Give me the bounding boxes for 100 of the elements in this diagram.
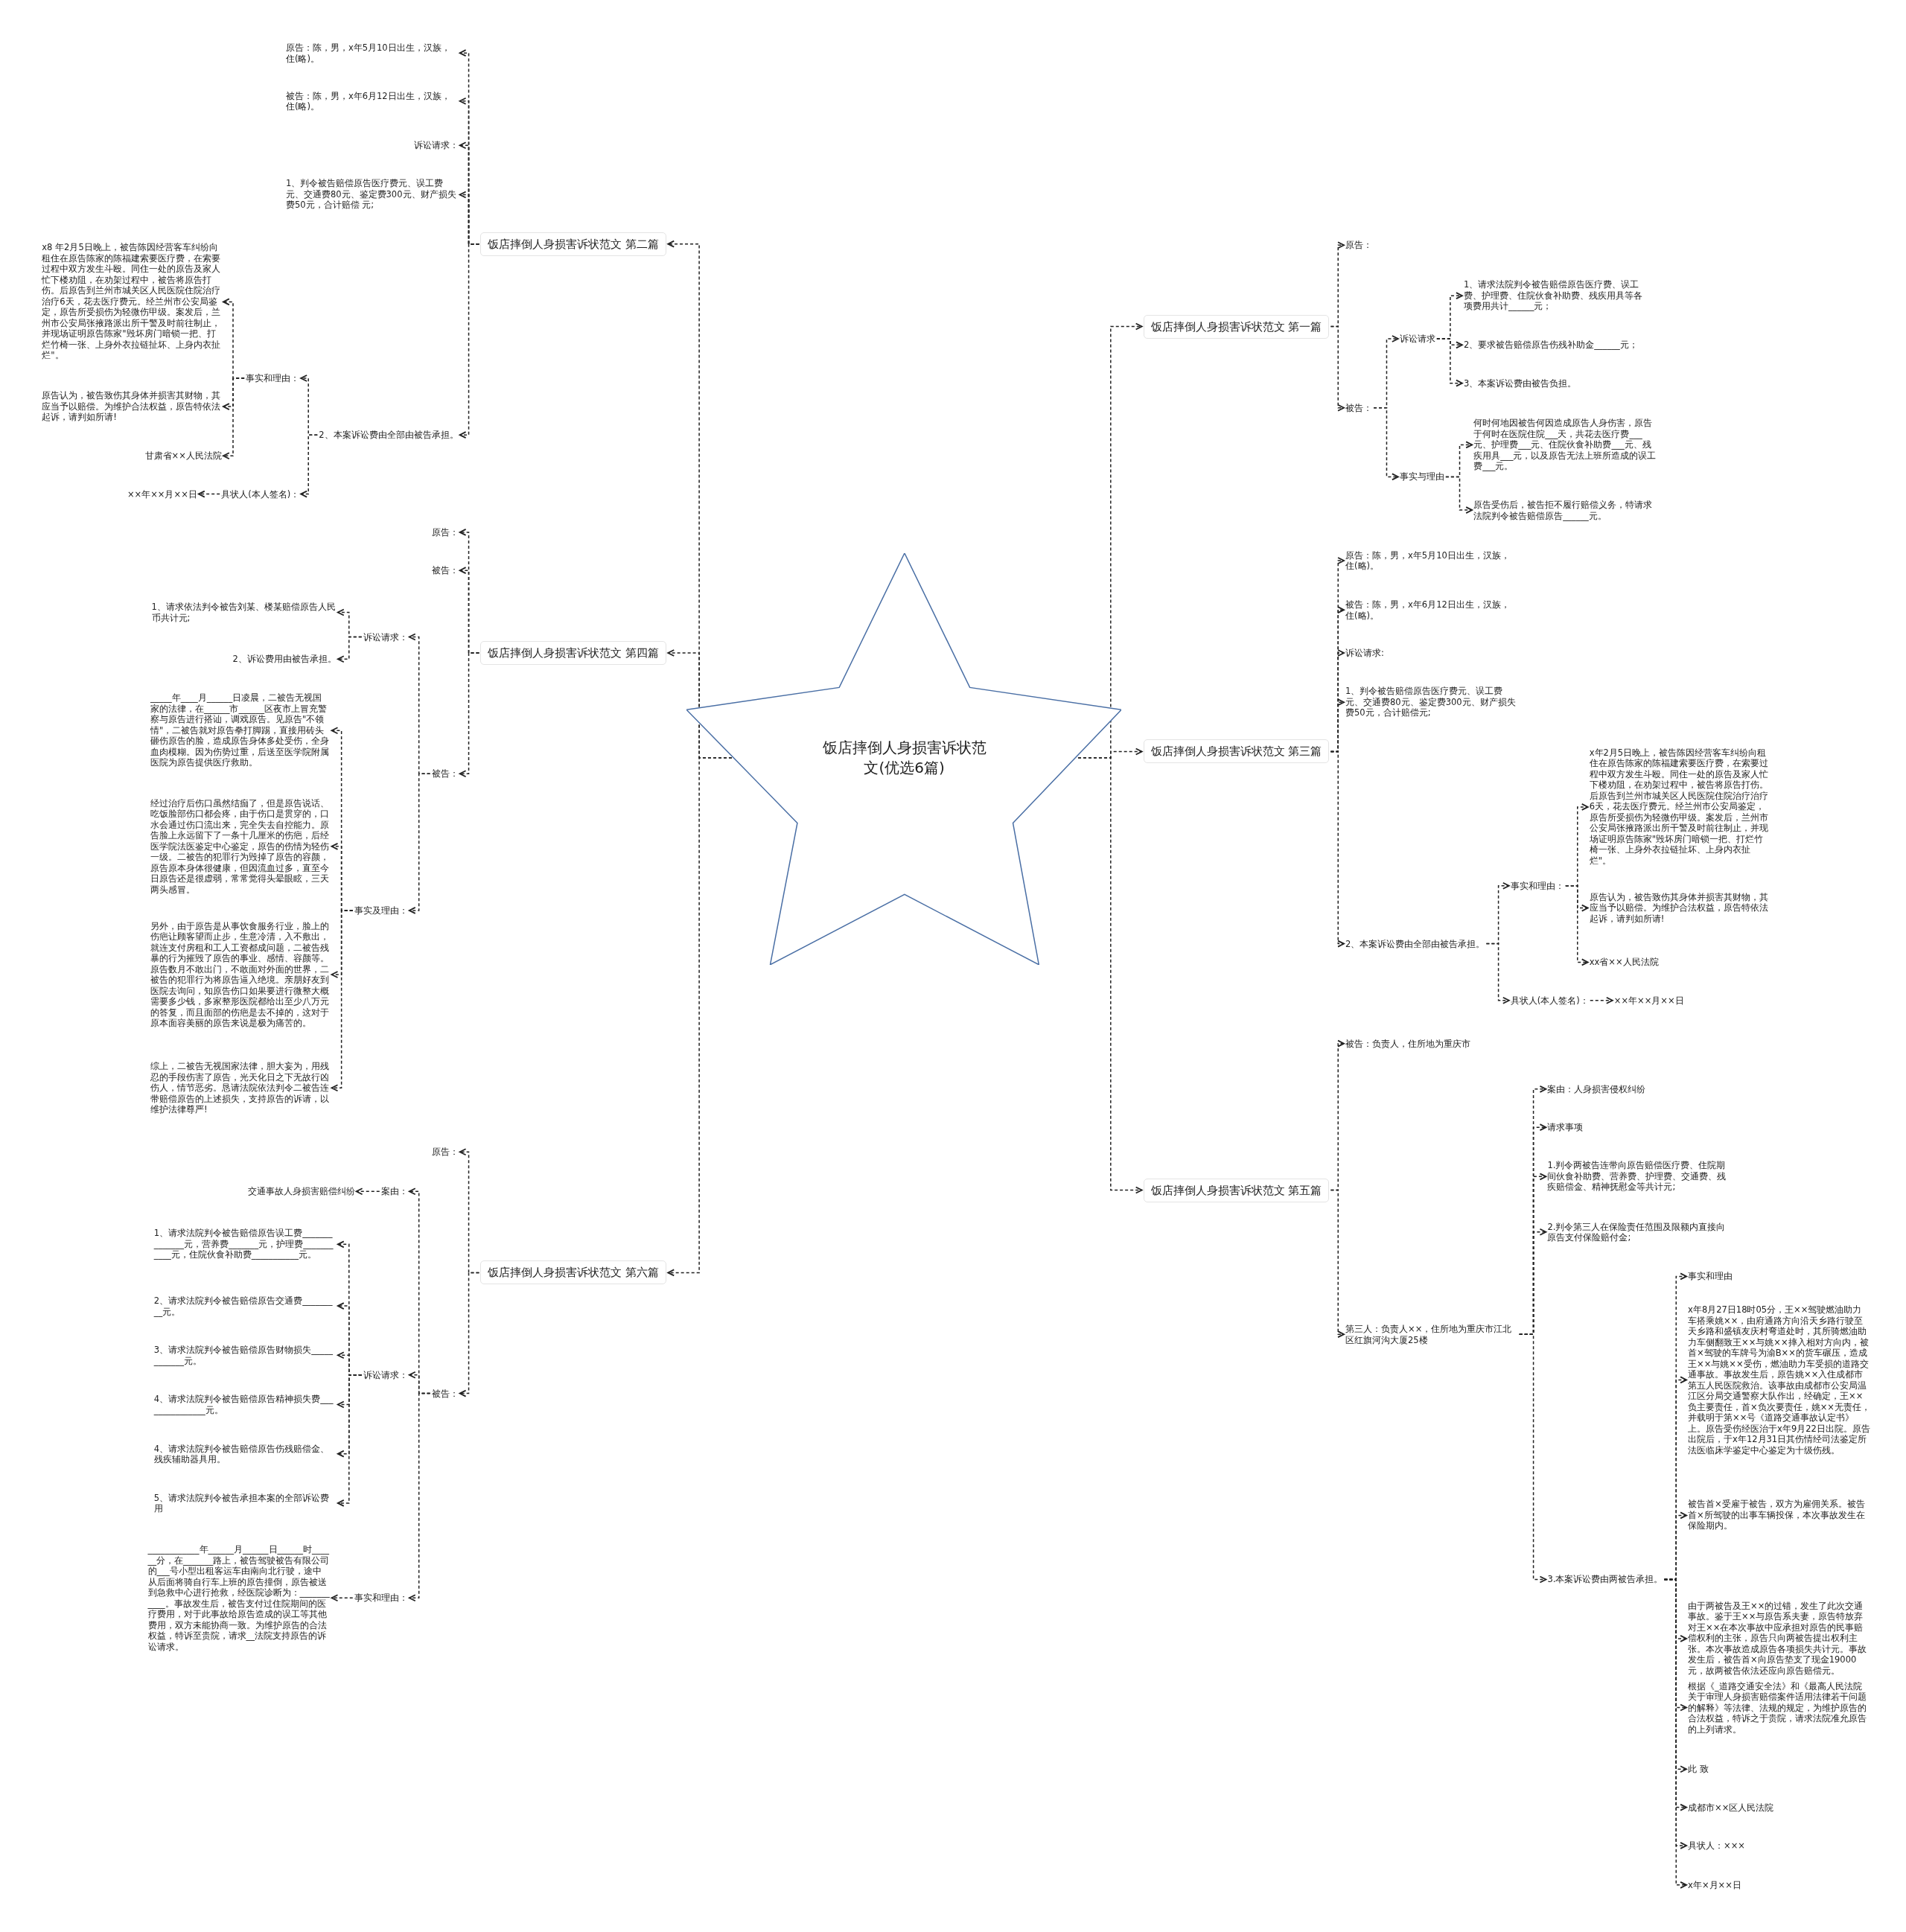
branch-label: 诉讼请求： (363, 1369, 408, 1380)
connector-arrow (1436, 338, 1463, 387)
paragraph-text: 根据《_道路交通安全法》和《最高人民法院关于审理人身损害赔偿案件适用法律若干问题的解释》等法律、法规的规定，为维护原告的合法权益，特诉之于贵院，请求法院准允原告的上列请求。 (1688, 1680, 1870, 1735)
branch-label: 被告：负责人，住所地为重庆市 (1345, 1038, 1471, 1049)
paragraph-text: x年8月27日18时05分，王××驾驶燃油助力车搭乘姚××，由府通路方向沿天乡路行驶至天乡路和盛镇友庆村弯道处时，其所骑燃油助力车侧翻致王××与姚××摔入相对方向内，被首×驾驶的车牌号为渝B××的货车碾压，造成王××与姚××受伤，燃油助力车受损的道路交通事故。事故发生后，原告姚××入住成都市第五人民医院救治。该事故由成都市公安局温江区分局交通警察大队作出，经确定，王××负主要责任，首×负次要责任，姚××无责任，并载明于第××号《道路交通事故认定书》上。原告受伤经医治于x年9月22日出院。原告出院后，于x年12月31日其伤情经司法鉴定所法医临床学鉴定中心鉴定为十级伤残。 (1688, 1304, 1870, 1456)
topic-box: 饭店摔倒人身损害诉状范文 第二篇 (480, 232, 667, 256)
connector-arrow (1445, 476, 1473, 514)
branch-label: 原告：陈，男，x年5月10日出生，汉族，住(略)。 (1345, 549, 1518, 572)
connector-arrow (1590, 996, 1613, 1004)
branch-label: 2、本案诉讼费由全部由被告承担。 (319, 429, 459, 441)
paragraph-text: 由于两被告及王××的过错，发生了此次交通事故。鉴于王××与原告系夫妻，原告特放弃对王××在本次事故中应承担对原告的民事赔偿权利的主张，原告只向两被告提出权利主张。本次事故造成原告各项损失共计元。事故发生后，被告首×向原告垫支了现金19000元，故两被告依法还应向原告赔偿元。 (1688, 1601, 1870, 1677)
branch-label: 2、本案诉讼费由全部由被告承担。 (1345, 938, 1485, 949)
connector-arrow (1518, 1333, 1547, 1584)
branch-label: 原告： (431, 526, 459, 538)
topic-box: 饭店摔倒人身损害诉状范文 第五篇 (1143, 1178, 1330, 1202)
branch-label: ××年××月××日 (1613, 995, 1684, 1006)
paragraph-text: 1、请求法院判令被告赔偿原告医疗费、误工费、护理费、住院伙食补助费、残疾用具等各项费用共计______元； (1463, 279, 1649, 312)
paragraph-text: 3、请求法院判令被告赔偿原告财物损失____________元。 (153, 1344, 337, 1366)
topic-text: 饭店摔倒人身损害诉状范文(优选6篇) (821, 737, 987, 778)
branch-label: 事实与理由 (1399, 471, 1444, 482)
branch-label: 2、请求法院判令被告赔偿原告交通费_________元。 (153, 1295, 337, 1317)
paragraph-text: 1、判令被告赔偿原告医疗费元、误工费元、交通费80元、鉴定费300元、财产损失费50元，合计赔偿元; (1345, 686, 1518, 718)
connector-arrow (1330, 1189, 1345, 1339)
connector-arrow (355, 1187, 380, 1196)
branch-label: 案由： (380, 1185, 408, 1197)
branch-label: 诉讼请求: (1345, 647, 1384, 659)
branch-label: 具状人：××× (1688, 1840, 1745, 1852)
paragraph-text: _____年____月______日凌晨，二被告无视国家的法律，在______市______区夜市上冒充警察与原告进行搭讪，调戏原告。见原告"不领情"，二被告就对原告拳打脚踢，直接用砖头砸伤原告的脸，造成原告身体多处受伤，全身血肉模糊。因为伤势过重，后送至医学院附属医院为原告提供医疗救助。 (150, 692, 331, 769)
branch-label: 被告：陈，男，x年6月12日出生，汉族，住(略)。 (1345, 599, 1518, 621)
connector-arrow (337, 1374, 363, 1507)
branch-label: 原告： (1345, 240, 1373, 251)
branch-label: 成都市××区人民法院 (1688, 1802, 1774, 1813)
branch-label: 第三人：负责人××，住所地为重庆市江北区红旗河沟大厦25楼 (1345, 1323, 1518, 1345)
paragraph-text: 原告认为，被告致伤其身体并损害其财物，其应当予以赔偿。为维护合法权益，原告特依法起诉，请判如所请! (1589, 891, 1772, 925)
branch-label: 3.本案诉讼费由两被告承担。 (1547, 1574, 1663, 1585)
paragraph-text: 经过治疗后伤口虽然结痂了，但是原告说话、吃饭脸部伤口都会疼，由于伤口是贯穿的，口水会通过伤口流出来，完全失去自控能力。原告脸上永远留下了一条十几厘米的伤疤，后经医学院法医鉴定中心鉴定，原告的伤情为轻伤一级。二被告的犯罪行为毁掉了原告的容颜，原告原本身体很健康，但因流血过多，直至今日原告还是很虚弱，常常觉得头晕眼眩，三天两头感冒。 (150, 797, 331, 896)
paragraph-text: ____________年______月______日______时______分，在_______路上，被告驾驶被告有限公司的___号小型出租客运车由南向北行驶，途中从后面将骑自行车上班的原告撞倒，原告被送到急救中心进行抢救，经医院诊断为：___________。事故发生后，被告支付过住院期间的医疗费用，对于此事故给原告造成的误工等其他费用，双方未能协商一致。为维护原告的合法权益，特诉至贵院，请求__法院支持原告的诉讼请求。 (147, 1543, 331, 1652)
paragraph-text: 被告首×受雇于被告，双方为雇佣关系。被告首×所驾驶的出事车辆投保，本次事故发生在保险期内。 (1688, 1499, 1870, 1532)
branch-label: 被告： (431, 1388, 459, 1399)
paragraph-text: x8 年2月5日晚上，被告陈因经营客车纠纷向租住在原告陈家的陈福建索要医疗费，在索要过程中双方发生斗殴。同住一处的原告及家人忙下楼劝阻，在劝架过程中，被告将原告打伤。后原告到兰州市城关区人民医院住院治疗治疗6天，花去医疗费元。经兰州市公安局鉴定，原告所受损伤为轻微伤甲级。案发后，兰州市公安局张掖路派出所干警及时前往制止，并现场证明原告陈家"毁坏房门暗锁一把、打烂竹椅一张、上身外衣拉链扯坏、上身内衣扯烂"。 (42, 242, 222, 362)
connector-arrow (408, 773, 431, 914)
branch-label: 4、请求法院判令被告赔偿原告伤残赔偿金、残疾辅助器具用。 (153, 1443, 337, 1465)
branch-label: 诉讼请求： (363, 631, 408, 643)
connector-arrow (459, 652, 480, 778)
paragraph-text: 何时何地因被告何因造成原告人身伤害，原告于何时在医院住院___天，共花去医疗费___元、护理费___元、住院伙食补助费___元、残疾用具___元，以及原告无法上班所造成的误工费___元。 (1473, 418, 1659, 472)
paragraph-text: 2.判令第三人在保险责任范围及限额内直接向原告支付保险赔付金; (1547, 1221, 1733, 1243)
paragraph-text: 1.判令两被告连带向原告赔偿医疗费、住院期间伙食补助费、营养费、护理费、交通费、残疾赔偿金、精神抚慰金等共计元; (1547, 1160, 1733, 1193)
connector-arrow (223, 377, 245, 460)
branch-label: 事实和理由： (246, 372, 300, 384)
branch-label: ××年××月××日 (127, 488, 197, 500)
branch-label: 原告：陈，男，x年5月10日出生，汉族，住(略)。 (285, 42, 459, 64)
branch-label: 2、诉讼费用由被告承担。 (232, 654, 337, 665)
connector-arrow (300, 434, 318, 498)
branch-label: 3、本案诉讼费由被告负担。 (1463, 377, 1577, 389)
connector-arrow (337, 636, 363, 663)
connector-arrow (331, 1594, 354, 1602)
connector-arrow (197, 490, 220, 498)
connector-arrow (1077, 756, 1143, 1194)
paragraph-text: 原告受伤后，被告拒不履行赔偿义务，特请求法院判令被告赔偿原告______元。 (1473, 499, 1659, 521)
branch-label: 5、请求法院判令被告承担本案的全部诉讼费用 (153, 1492, 337, 1514)
branch-label: 交通事故人身损害赔偿纠纷 (247, 1185, 355, 1197)
paragraph-text: 1、请求法院判令被告赔偿原告误工费______________元，营养费_______元，护理费___________元，住院伙食补助费___________元。 (153, 1228, 337, 1261)
connector-arrow (408, 1392, 431, 1602)
connector-arrow (1485, 943, 1510, 1004)
topic-box: 饭店摔倒人身损害诉状范文 第一篇 (1143, 314, 1330, 339)
topic-box: 饭店摔倒人身损害诉状范文 第三篇 (1143, 739, 1330, 764)
branch-label: 请求事项 (1547, 1121, 1584, 1133)
connector-arrow (1330, 325, 1345, 412)
topic-box: 饭店摔倒人身损害诉状范文 第六篇 (480, 1260, 667, 1285)
branch-label: 事实及理由： (354, 905, 408, 916)
branch-label: 2、要求被告赔偿原告伤残补助金______元； (1463, 339, 1638, 351)
connector-arrow (459, 1272, 480, 1397)
branch-label: 具状人(本人签名)： (1510, 995, 1589, 1006)
branch-label: 具状人(本人签名)： (221, 488, 300, 500)
branch-label: 事实和理由： (1510, 880, 1564, 892)
branch-label: x年×月××日 (1688, 1879, 1741, 1891)
paragraph-text: 原告认为，被告致伤其身体并损害其财物，其应当予以赔偿。为维护合法权益，原告特依法起诉，请判如所请! (42, 390, 222, 423)
connector-arrow (459, 243, 480, 439)
connector-arrow (1373, 407, 1399, 481)
connector-arrow (331, 910, 354, 1092)
branch-label: 1、请求依法判令被告刘某、楼某赔偿原告人民币共计元; (151, 601, 337, 623)
branch-label: 诉讼请求 (1399, 333, 1435, 345)
paragraph-text: x年2月5日晚上，被告陈因经营客车纠纷向租住在原告陈家的陈福建索要医疗费，在索要过程中双方发生斗殴。同住一处的原告及家人忙下楼劝阻，在劝架过程中，被告将原告打伤。后原告到兰州市城关区人民医院住院治疗治疗6天，花去医疗费元。经兰州市公安局鉴定，原告所受损伤为轻微伤甲级。案发后，兰州市公安局张掖路派出所干警及时前往制止，并现场证明原告陈家"毁坏房门暗锁一把、打烂竹椅一张、上身外衣拉链扯坏、上身内衣扯烂"。 (1589, 747, 1772, 867)
branch-label: 此 致 (1688, 1764, 1709, 1775)
paragraph-text: 4、请求法院判令被告赔偿原告精神损失费_______________元。 (153, 1394, 337, 1415)
branch-label: xx省××人民法院 (1589, 957, 1659, 968)
paragraph-text: 另外，由于原告是从事饮食服务行业，脸上的伤疤让顾客望而止步，生意冷清，入不敷出，就连支付房租和工人工资都成问题，二被告残暴的行为摧毁了原告的事业、感情、容颜等。原告数月不敢出门，不敢面对外面的世界，二被告的犯罪行为将原告逼入绝境。亲朋好友到医院去询问，知原告伤口如果要进行微整大概需要多少钱，多家整形医院都给出至少八万元的答复，而且面部的伤疤是去不掉的，这对于原本面容美丽的原告来说是极为痛苦的。 (150, 920, 331, 1029)
branch-label: 甘肃省××人民法院 (144, 450, 222, 462)
connector-arrow (667, 756, 733, 1277)
topic-box: 饭店摔倒人身损害诉状范文 第四篇 (480, 641, 667, 666)
branch-label: 被告： (431, 564, 459, 576)
connector-arrow (1330, 750, 1345, 948)
paragraph-text: 1、判令被告赔偿原告医疗费元、误工费元、交通费80元、鉴定费300元、财产损失费50元，合计赔偿 元; (285, 178, 459, 211)
branch-label: 事实和理由 (1688, 1271, 1733, 1282)
branch-label: 事实和理由： (354, 1593, 408, 1604)
branch-label: 被告： (1345, 402, 1373, 413)
branch-label: 被告： (431, 768, 459, 780)
branch-label: 诉讼请求： (413, 140, 459, 151)
branch-label: 被告：陈，男，x年6月12日出生，汉族，住(略)。 (285, 90, 459, 112)
connector-arrow (1565, 885, 1589, 966)
